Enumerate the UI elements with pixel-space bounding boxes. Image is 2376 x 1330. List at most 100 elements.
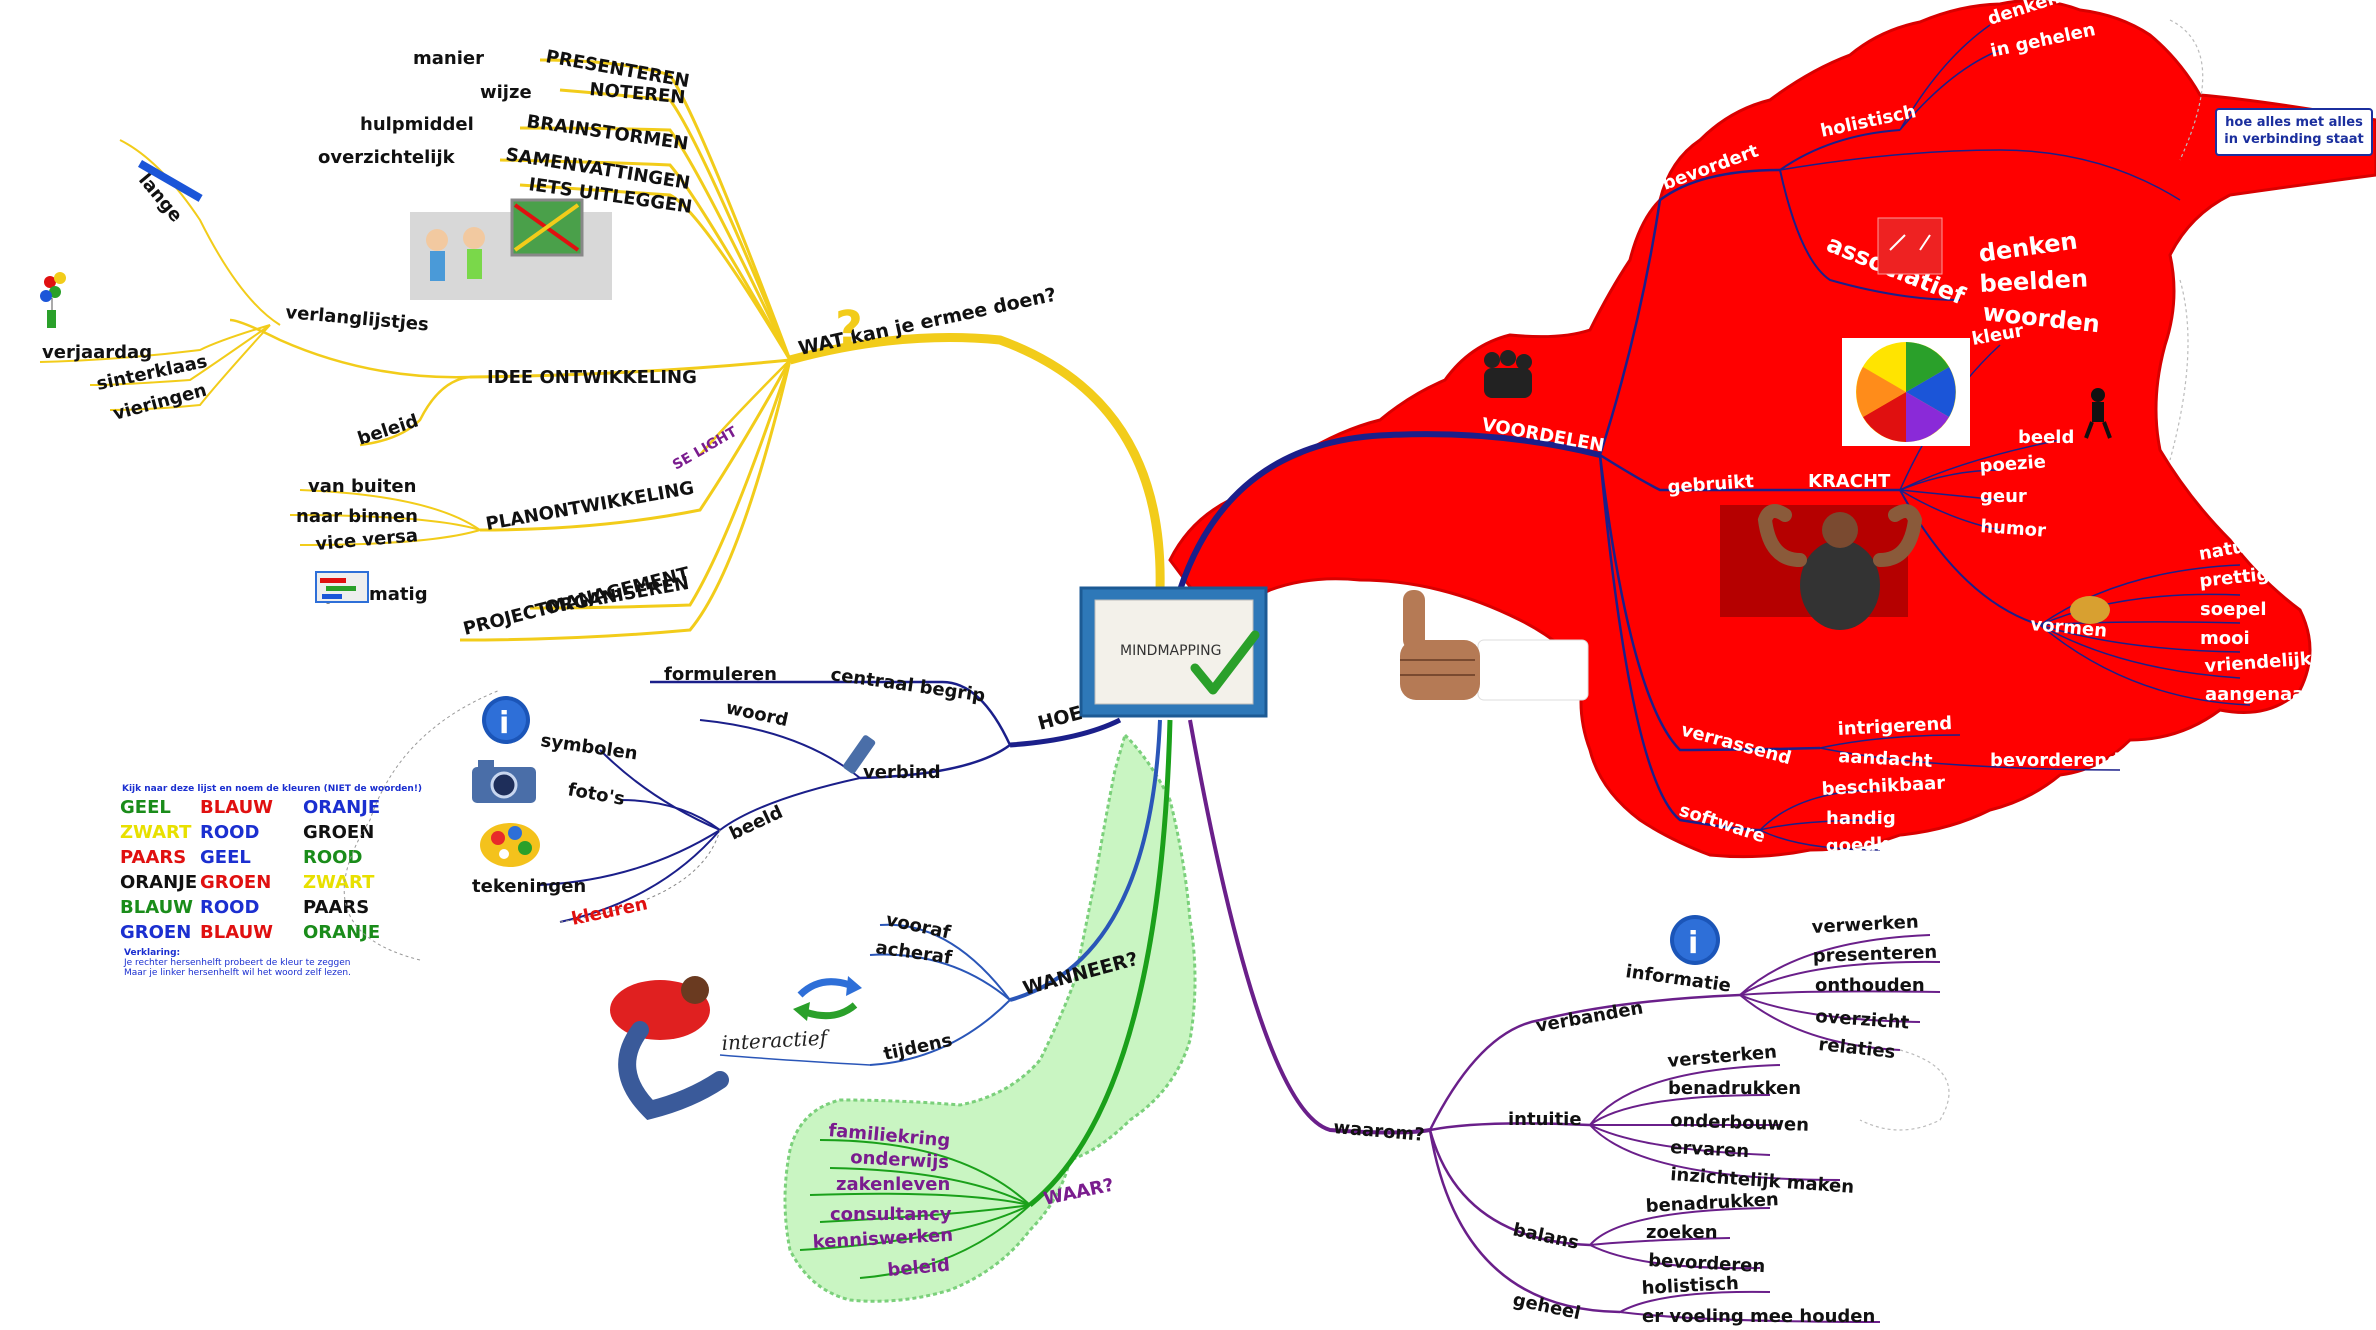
planmatig-icon <box>315 571 369 603</box>
balloons-icon <box>40 272 66 328</box>
color-test-word: GROEN <box>120 922 191 943</box>
node-label[interactable]: poezie <box>1979 451 2047 477</box>
node-label[interactable]: mooi <box>2200 628 2250 649</box>
node-label[interactable]: tijdens <box>882 1030 954 1065</box>
node-label[interactable]: aandacht <box>1838 746 1934 772</box>
pencil-icon <box>843 735 876 774</box>
info-icon: i <box>1670 915 1720 965</box>
node-label[interactable]: presenteren <box>1812 942 1937 967</box>
node-label[interactable]: verbanden <box>1534 997 1645 1037</box>
node-label[interactable]: hulpmiddel <box>360 114 474 135</box>
node-label[interactable]: onderbouwen <box>1670 1110 1810 1136</box>
node-label[interactable]: balans <box>1511 1219 1581 1253</box>
node-label[interactable]: beeld <box>726 802 786 845</box>
color-test-word: PAARS <box>120 847 186 868</box>
node-label[interactable]: er voeling mee houden <box>1642 1306 1875 1327</box>
node-label[interactable]: informatie <box>1624 961 1732 997</box>
node-label[interactable]: vooraf <box>884 909 952 943</box>
node-label[interactable]: woord <box>724 697 790 731</box>
node-label[interactable]: KRACHT <box>1808 471 1891 492</box>
node-label[interactable]: verbind <box>863 762 941 783</box>
node-label[interactable]: symbolen <box>539 730 639 764</box>
node-label[interactable]: HOE <box>1036 702 1085 735</box>
node-label[interactable]: centraal begrip <box>829 664 986 706</box>
paint-palette-icon <box>480 823 540 867</box>
node-label[interactable]: intuitie <box>1508 1109 1582 1130</box>
color-test-word: GROEN <box>200 872 271 893</box>
node-label[interactable]: foto's <box>566 779 626 810</box>
node-label[interactable]: soepel <box>2200 599 2267 620</box>
node-label[interactable]: humor <box>1980 516 2047 542</box>
node-label[interactable]: onthouden <box>1815 975 1925 996</box>
node-label[interactable]: manier <box>413 48 484 69</box>
question-mark-icon: ? <box>835 301 863 357</box>
waarom-labels: waarom? verbanden informatie verwerken p… <box>1333 911 1938 1327</box>
node-label[interactable]: Maar je linker hersenhelft wil het woord… <box>124 968 351 978</box>
node-label[interactable]: handig <box>1826 808 1896 829</box>
node-label[interactable]: aangenaam <box>2205 684 2323 705</box>
node-label[interactable]: BRAINSTORMEN <box>525 111 689 154</box>
lange-tag <box>138 160 203 202</box>
voordelen-cloud <box>1168 0 2376 859</box>
node-label[interactable]: PROJECTMANAGEMENT <box>461 563 692 640</box>
node-label[interactable]: ervaren <box>1670 1137 1750 1162</box>
central-topic[interactable]: MINDMAPPING <box>1079 586 1268 718</box>
node-label[interactable]: verlanglijstjes <box>285 302 430 335</box>
color-test-word: GEEL <box>120 797 171 818</box>
node-label[interactable]: holistisch <box>1641 1273 1739 1299</box>
node-label[interactable]: verjaardag <box>42 342 152 363</box>
svg-text:i: i <box>499 706 509 741</box>
node-label[interactable]: interactief <box>721 1025 831 1055</box>
node-label[interactable]: zoeken <box>1646 1222 1718 1243</box>
node-label[interactable]: beelden <box>1979 264 2089 298</box>
node-label[interactable]: formuleren <box>664 664 777 685</box>
node-label[interactable]: vice versa <box>315 525 419 555</box>
node-label[interactable]: bevorderen <box>1648 1250 1766 1277</box>
color-test: Kijk naar deze lijst en noem de kleuren … <box>120 689 501 978</box>
node-label[interactable]: geur <box>1980 486 2027 507</box>
dotted-connectors <box>1859 19 2204 1131</box>
node-label[interactable]: overzicht <box>1815 1006 1911 1034</box>
node-label[interactable]: benadrukken <box>1645 1189 1779 1217</box>
node-label[interactable]: zakenleven <box>836 1174 950 1195</box>
associatief-icon <box>1877 217 1943 275</box>
node-label[interactable]: goedkoop <box>1825 833 1925 857</box>
branch-waar <box>799 719 1173 1279</box>
checkmark-icon <box>1190 630 1260 695</box>
figure-icon <box>2084 388 2112 439</box>
node-label[interactable]: benadrukken <box>1668 1078 1801 1099</box>
node-label[interactable]: consultancy <box>830 1204 952 1225</box>
color-test-word: ORANJE <box>303 797 380 818</box>
color-test-word: BLAUW <box>200 797 273 818</box>
color-test-word: ZWART <box>303 872 375 893</box>
node-label[interactable]: wijze <box>480 82 532 103</box>
node-label[interactable]: overzichtelijk <box>318 147 456 168</box>
node-label[interactable]: kleuren <box>570 893 650 930</box>
node-label[interactable]: Je rechter hersenhelft probeert de kleur… <box>123 958 350 968</box>
node-label[interactable]: relaties <box>1817 1034 1896 1063</box>
node-label[interactable]: beeld <box>2018 427 2074 448</box>
node-label[interactable]: geheel <box>1511 1289 1582 1324</box>
note-box: hoe alles met alles in verbinding staat <box>2215 108 2373 156</box>
node-label[interactable]: van buiten <box>308 476 416 497</box>
node-label[interactable]: waarom? <box>1333 1117 1426 1146</box>
central-topic-label[interactable]: MINDMAPPING <box>1120 643 1221 659</box>
info-icon: i <box>482 696 530 744</box>
node-label[interactable]: onderwijs <box>850 1147 950 1173</box>
node-label[interactable]: bevorderend <box>1990 750 2120 771</box>
node-label[interactable]: tekeningen <box>472 876 586 897</box>
node-label[interactable]: verwerken <box>1811 911 1919 938</box>
camera-icon <box>472 760 536 803</box>
crowd-icon <box>1484 350 1532 398</box>
branch-waarom <box>1188 719 1941 1323</box>
node-label[interactable]: Kijk naar deze lijst en noem de kleuren … <box>122 784 422 794</box>
node-label[interactable]: beleid <box>355 410 421 449</box>
svg-text:i: i <box>1688 926 1698 961</box>
node-label[interactable]: versterken <box>1667 1041 1778 1071</box>
hand-icon <box>2070 596 2110 624</box>
node-label[interactable]: IDEE ONTWIKKELING <box>487 367 697 388</box>
node-label[interactable]: Verklaring: <box>124 948 180 958</box>
node-label[interactable]: naar binnen <box>296 506 418 527</box>
